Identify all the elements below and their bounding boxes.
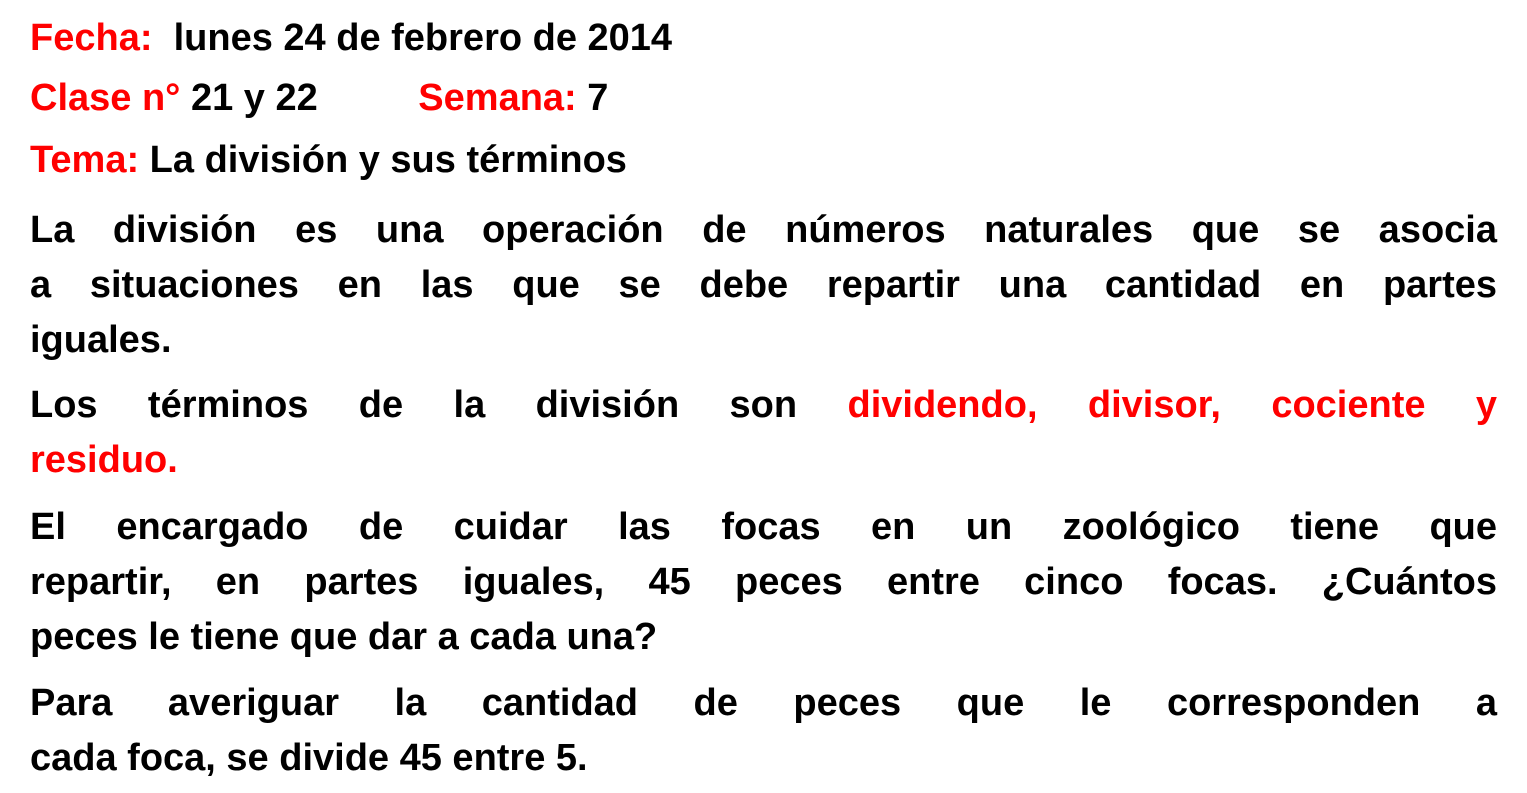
p2-prefix: Los términos de la división son — [30, 384, 798, 426]
p1-line: a situaciones en las que se debe reparti… — [30, 264, 1497, 306]
p2-terms-end: residuo. — [30, 439, 178, 481]
p1-line: iguales. — [30, 319, 172, 361]
p1-line: La división es una operación de números … — [30, 209, 1497, 251]
fecha-line: Fecha: lunes 24 de febrero de 2014 — [30, 16, 1497, 60]
p3-line: El encargado de cuidar las focas en un z… — [30, 506, 1497, 548]
semana-value: 7 — [587, 77, 609, 119]
p2-terms: dividendo, divisor, cociente y — [847, 384, 1498, 426]
semana-label: Semana: — [418, 77, 577, 119]
tema-value: La división y sus términos — [149, 139, 627, 181]
fecha-label: Fecha: — [30, 17, 153, 59]
fecha-value: lunes 24 de febrero de 2014 — [173, 17, 673, 59]
p4-line: Para averiguar la cantidad de peces que … — [30, 682, 1497, 724]
tema-label: Tema: — [30, 139, 140, 181]
clase-value: 21 y 22 — [190, 77, 318, 119]
tema-line: Tema: La división y sus términos — [30, 138, 1497, 182]
clase-line: Clase n° 21 y 22 Semana: 7 — [30, 76, 1497, 120]
p4-line: cada foca, se divide 45 entre 5. — [30, 737, 588, 779]
clase-label: Clase n° — [30, 77, 181, 119]
p3-line: peces le tiene que dar a cada una? — [30, 616, 658, 658]
p3-line: repartir, en partes iguales, 45 peces en… — [30, 561, 1497, 603]
p2-line: Los términos de la división son dividend… — [30, 383, 1497, 427]
